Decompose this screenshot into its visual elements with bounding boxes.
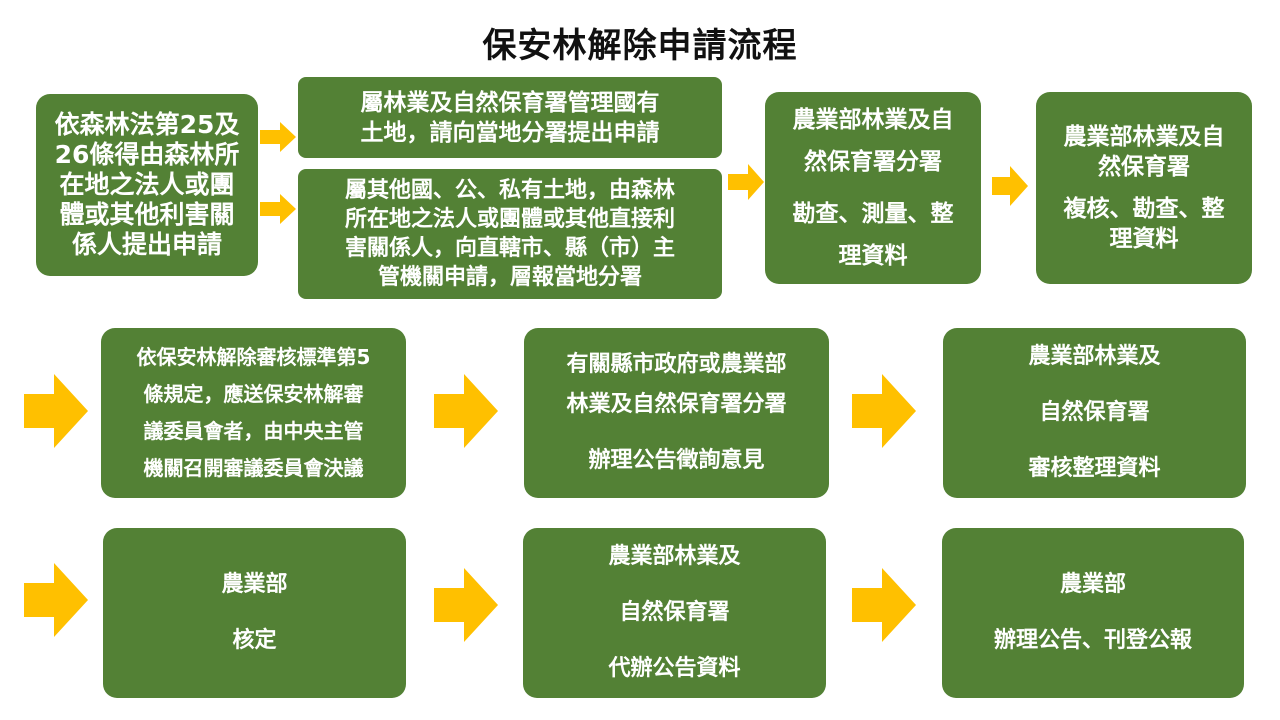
arrow-icon xyxy=(852,568,916,642)
box-line: 機關召開審議委員會決議 xyxy=(143,456,364,480)
box-line: 自然保育署 xyxy=(1039,400,1150,425)
box-line: 屬林業及自然保育署管理國有 xyxy=(360,89,660,116)
box-line: 體或其他利害關 xyxy=(59,200,235,229)
committee-box: 依保安林解除審核標準第5 條規定，應送保安林解審 議委員會者，由中央主管 機關召… xyxy=(101,328,406,498)
arrow-icon xyxy=(992,166,1028,206)
box-line: 害關係人，向直轄市、縣（市）主 xyxy=(344,236,675,261)
box-line: 係人提出申請 xyxy=(71,230,222,259)
arrow-icon xyxy=(260,194,296,224)
applicant-box: 依森林法第25及 26條得由森林所 在地之法人或團 體或其他利害關 係人提出申請 xyxy=(36,94,258,276)
box-line: 屬其他國、公、私有土地，由森林 xyxy=(344,178,675,203)
box-line: 依森林法第25及 xyxy=(54,110,240,139)
box-line: 然保育署 xyxy=(1098,154,1190,180)
ministry-approve-box: 農業部 核定 xyxy=(103,528,406,698)
box-line: 農業部林業及 xyxy=(608,544,741,569)
diagram-title: 保安林解除申請流程 xyxy=(482,26,798,66)
review-compile-box: 農業部林業及 自然保育署 審核整理資料 xyxy=(943,328,1246,498)
arrow-icon xyxy=(434,374,498,448)
box-line: 所在地之法人或團體或其他直接利 xyxy=(344,207,675,232)
box-line: 審核整理資料 xyxy=(1028,456,1161,481)
box-line: 核定 xyxy=(232,628,277,653)
box-line: 代辦公告資料 xyxy=(608,656,741,681)
box-line: 農業部 xyxy=(221,572,288,597)
box-line: 理資料 xyxy=(1109,226,1179,252)
box-line: 條規定，應送保安林解審 xyxy=(143,382,364,406)
box-line: 自然保育署 xyxy=(619,600,730,625)
box-line: 農業部林業及自 xyxy=(792,107,954,133)
arrow-icon xyxy=(260,122,296,152)
ministry-publish-box: 農業部 辦理公告、刊登公報 xyxy=(942,528,1244,698)
box-line: 有關縣市政府或農業部 xyxy=(566,352,787,377)
box-line: 辦理公告徵詢意見 xyxy=(588,448,765,473)
other-land-box: 屬其他國、公、私有土地，由森林 所在地之法人或團體或其他直接利 害關係人，向直轄… xyxy=(298,169,722,299)
box-line: 農業部林業及 xyxy=(1028,344,1161,369)
arrow-icon xyxy=(852,374,916,448)
box-line: 管機關申請，層報當地分署 xyxy=(377,265,642,290)
national-land-box: 屬林業及自然保育署管理國有 土地，請向當地分署提出申請 xyxy=(298,77,722,158)
box-line: 26條得由森林所 xyxy=(54,140,240,169)
box-line: 林業及自然保育署分署 xyxy=(566,392,787,417)
box-line: 然保育署分署 xyxy=(804,149,942,175)
box-line: 農業部林業及自 xyxy=(1063,124,1225,150)
arrow-icon xyxy=(434,568,498,642)
box-line: 複核、勘查、整 xyxy=(1063,196,1225,222)
arrow-icon xyxy=(728,164,764,200)
box-line: 在地之法人或團 xyxy=(59,170,235,199)
box-line: 土地，請向當地分署提出申請 xyxy=(360,119,660,146)
arrow-icon xyxy=(24,374,88,448)
box-line: 農業部 xyxy=(1059,572,1126,597)
branch-office-box: 農業部林業及自 然保育署分署 勘查、測量、整 理資料 xyxy=(765,92,981,284)
box-line: 辦理公告、刊登公報 xyxy=(993,628,1192,653)
box-line: 勘查、測量、整 xyxy=(792,201,954,227)
public-notice-box: 有關縣市政府或農業部 林業及自然保育署分署 辦理公告徵詢意見 xyxy=(524,328,829,498)
agency-notice-box: 農業部林業及 自然保育署 代辦公告資料 xyxy=(523,528,826,698)
box-line: 議委員會者，由中央主管 xyxy=(143,419,364,443)
box-line: 依保安林解除審核標準第5 xyxy=(136,345,371,369)
review-agency-box: 農業部林業及自 然保育署 複核、勘查、整 理資料 xyxy=(1036,92,1252,284)
arrow-icon xyxy=(24,563,88,637)
box-line: 理資料 xyxy=(838,243,908,269)
